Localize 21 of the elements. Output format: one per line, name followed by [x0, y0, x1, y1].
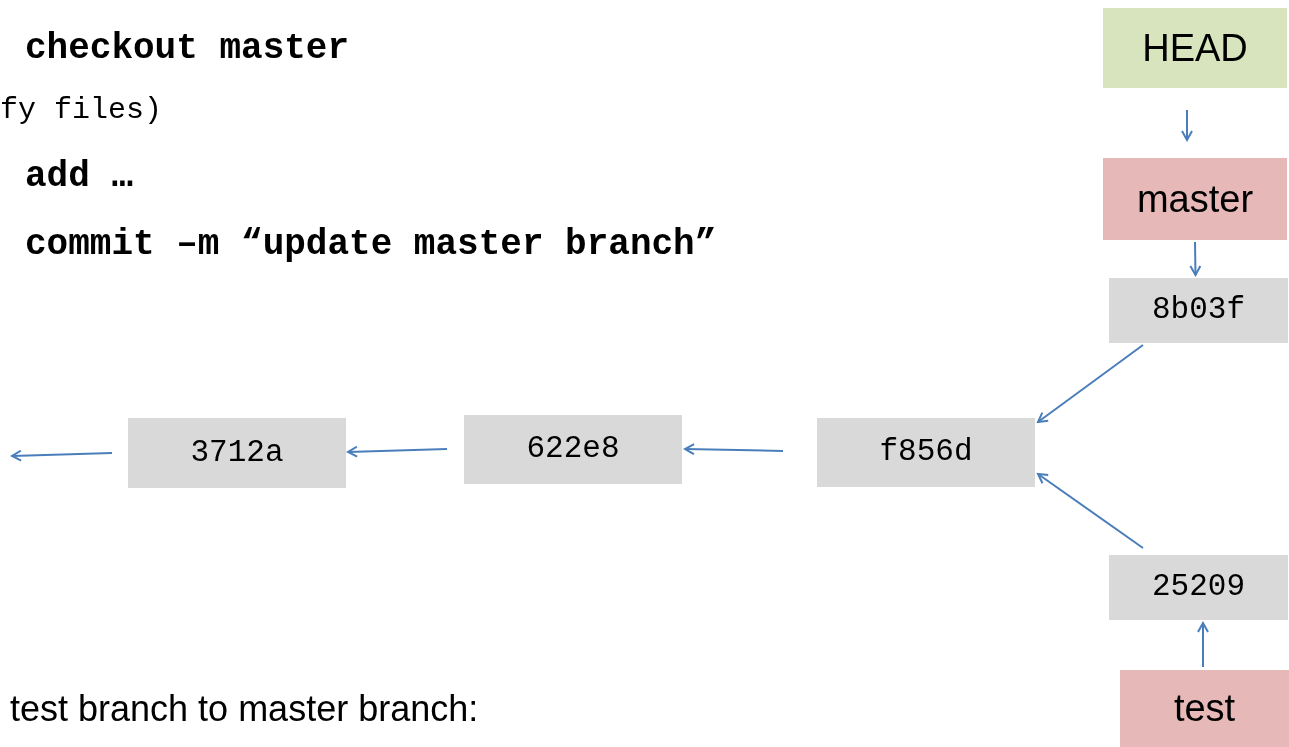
branch-box: test	[1120, 670, 1289, 747]
command-text: fy files)	[0, 92, 163, 129]
arrow	[11, 449, 113, 462]
arrow	[347, 445, 448, 458]
commit-box: f856d	[817, 418, 1035, 487]
commit-box: 622e8	[464, 415, 682, 484]
arrow	[1189, 241, 1202, 276]
arrow	[1181, 109, 1193, 141]
commit-box: 25209	[1109, 555, 1288, 620]
command-text: add …	[25, 155, 134, 199]
pointer-box: HEAD	[1103, 8, 1287, 88]
commit-box: 8b03f	[1109, 278, 1288, 343]
command-text: checkout master	[25, 27, 350, 71]
arrow	[684, 443, 784, 456]
command-text: commit –m “update master branch”	[25, 223, 717, 267]
arrow	[1197, 622, 1209, 668]
arrow	[1037, 473, 1144, 549]
branch-box: master	[1103, 158, 1287, 240]
commit-box: 3712a	[128, 418, 346, 488]
arrow	[1037, 344, 1144, 423]
instruction-text: test branch to master branch:	[10, 687, 479, 731]
